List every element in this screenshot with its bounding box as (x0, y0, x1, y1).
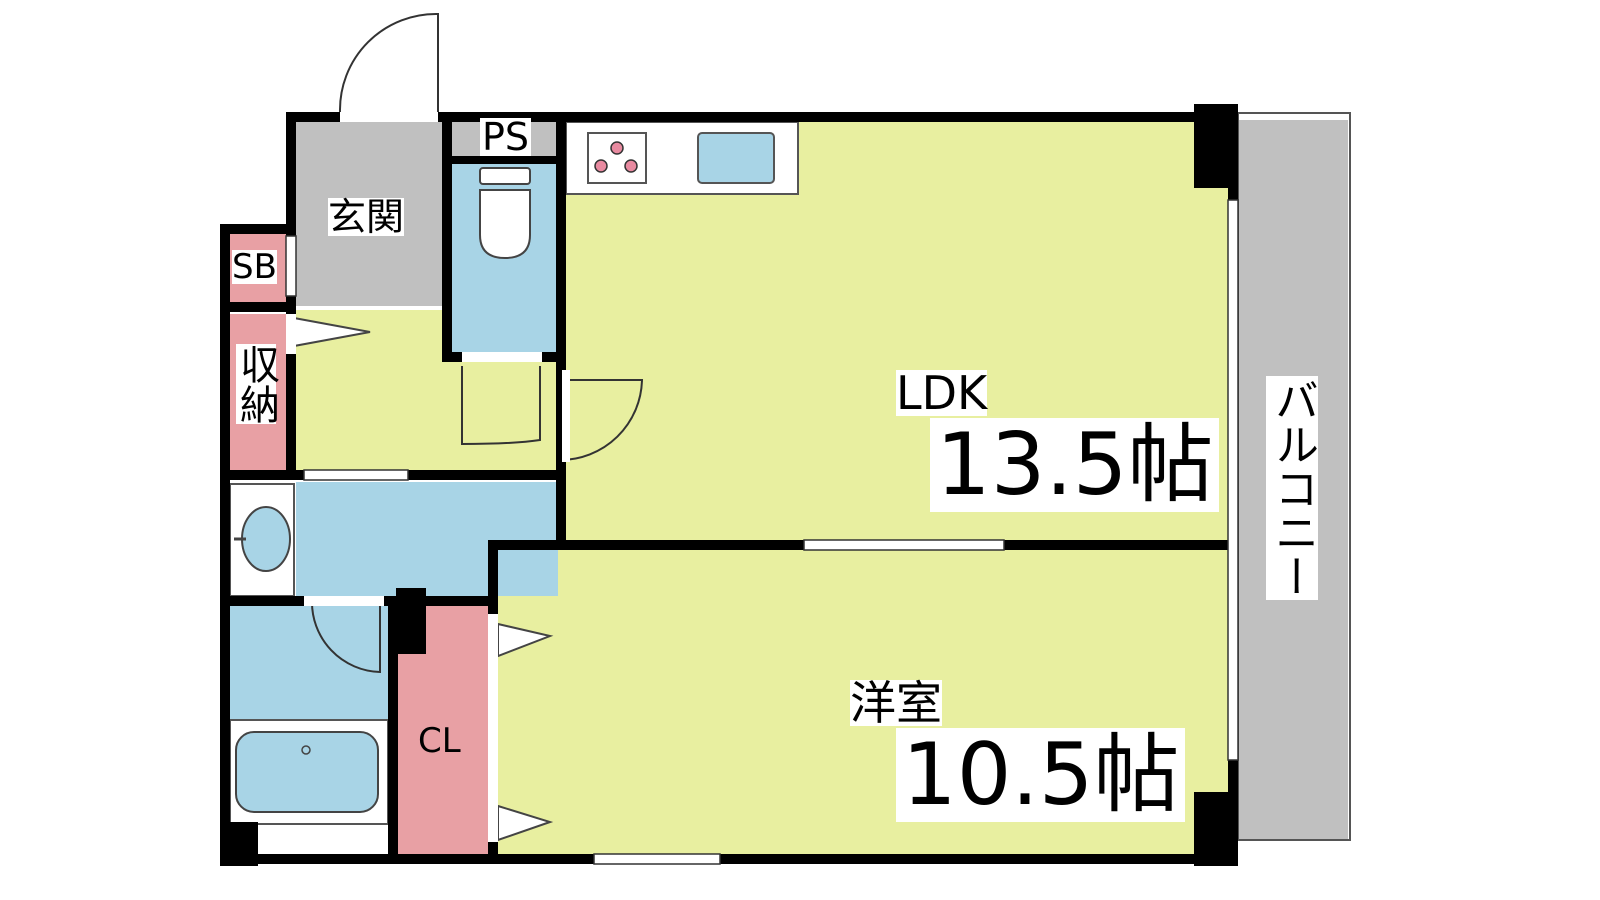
stove-burner (610, 141, 624, 155)
toilet-bowl (479, 189, 531, 260)
stove-burner (594, 159, 608, 173)
entrance-door (338, 12, 439, 113)
storage-label: 収納 (233, 344, 279, 424)
stove (587, 132, 647, 184)
ldk-door (559, 379, 644, 461)
entrance-label: 玄関 (328, 195, 405, 239)
toilet-door (461, 366, 541, 446)
toilet-tank (479, 167, 531, 185)
kitchen-sink (697, 132, 775, 184)
western-room-size: 10.5帖 (896, 728, 1186, 822)
wall-openings (285, 112, 1239, 865)
bathtub (235, 731, 379, 813)
washroom-floor (296, 482, 558, 596)
closet-label: CL (418, 721, 461, 761)
sb-label: SB (232, 247, 277, 287)
bathtub-drain (301, 745, 311, 755)
ps-label: PS (480, 115, 532, 159)
stove-burner (624, 159, 638, 173)
balcony-label: バルコニー (1266, 376, 1318, 600)
western-room-label: 洋室 (850, 676, 942, 730)
ldk-size: 13.5帖 (930, 418, 1220, 512)
bathroom-door (310, 599, 381, 674)
washbasin (241, 506, 291, 572)
ldk-label: LDK (896, 366, 988, 420)
